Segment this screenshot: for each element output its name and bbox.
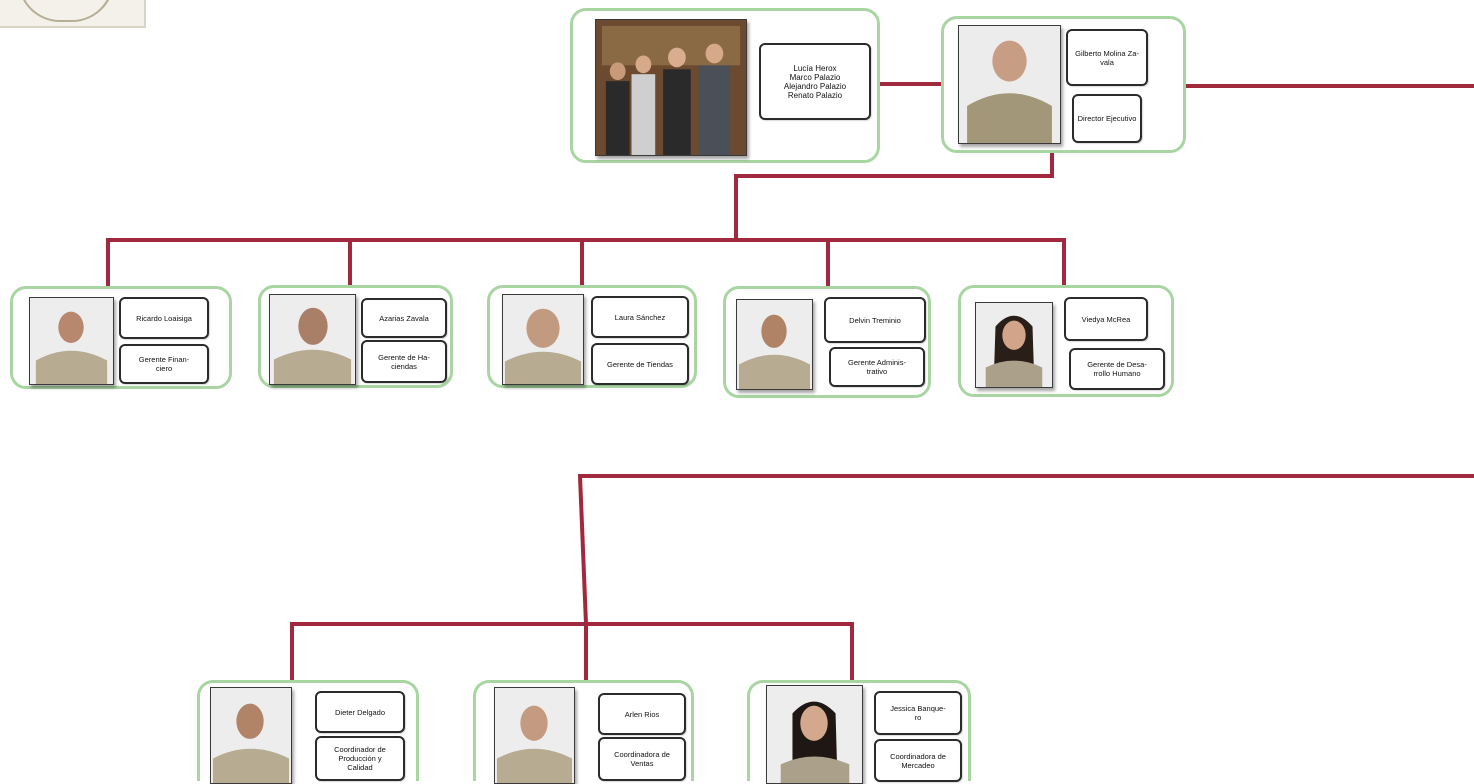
manager-name: Laura Sánchez [591,296,689,338]
manager-card: Delvin Treminio Gerente Adminis- trativo [723,286,931,398]
coordinators-trunk [577,474,1474,627]
manager-photo [29,297,114,385]
director-card: Gilberto Molina Za- vala Director Ejecut… [941,16,1186,153]
manager-card: Ricardo Loaisiga Gerente Finan- ciero [10,286,232,389]
manager-card: Azarias Zavala Gerente de Ha- ciendas [258,285,453,388]
coordinator-card: Arlen Rios Coordinadora de Ventas [473,680,694,784]
coordinator-title: Coordinadora de Mercadeo [874,739,962,782]
manager-photo [269,294,356,385]
manager-photo [736,299,813,390]
coordinator-name: Dieter Delgado [315,691,405,733]
director-title: Director Ejecutivo [1072,94,1142,143]
coordinator-name: Jessica Banque- ro [874,691,962,735]
manager-photo [502,294,584,385]
director-photo [958,25,1061,144]
manager-photo [975,302,1053,388]
coordinator-name: Arlen Rios [598,693,686,735]
coordinator-card: Jessica Banque- ro Coordinadora de Merca… [747,680,971,784]
manager-name: Delvin Treminio [824,297,926,343]
coordinator-title: Coordinadora de Ventas [598,737,686,781]
coordinator-photo [766,685,863,784]
manager-name: Viedya McRea [1064,297,1148,341]
manager-title: Gerente Adminis- trativo [829,347,925,387]
coordinator-title: Coordinador de Producción y Calidad [315,736,405,781]
manager-name: Azarias Zavala [361,298,447,338]
manager-title: Gerente de Desa- rrollo Humano [1069,348,1165,390]
coordinator-photo [210,687,292,784]
company-logo [0,0,146,28]
manager-name: Ricardo Loaisiga [119,297,209,339]
manager-card: Viedya McRea Gerente de Desa- rrollo Hum… [958,285,1174,397]
coordinator-card: Dieter Delgado Coordinador de Producción… [197,680,419,784]
manager-card: Laura Sánchez Gerente de Tiendas [487,285,697,388]
manager-title: Gerente de Ha- ciendas [361,340,447,383]
coordinator-photo [494,687,575,784]
director-down-connector [734,150,1054,242]
director-name: Gilberto Molina Za- vala [1066,29,1148,86]
manager-title: Gerente Finan- ciero [119,344,209,384]
owners-group-photo [595,19,747,156]
owners-names: Lucía Herox Marco Palazio Alejandro Pala… [759,43,871,120]
manager-title: Gerente de Tiendas [591,343,689,385]
owners-card: Lucía Herox Marco Palazio Alejandro Pala… [570,8,880,163]
